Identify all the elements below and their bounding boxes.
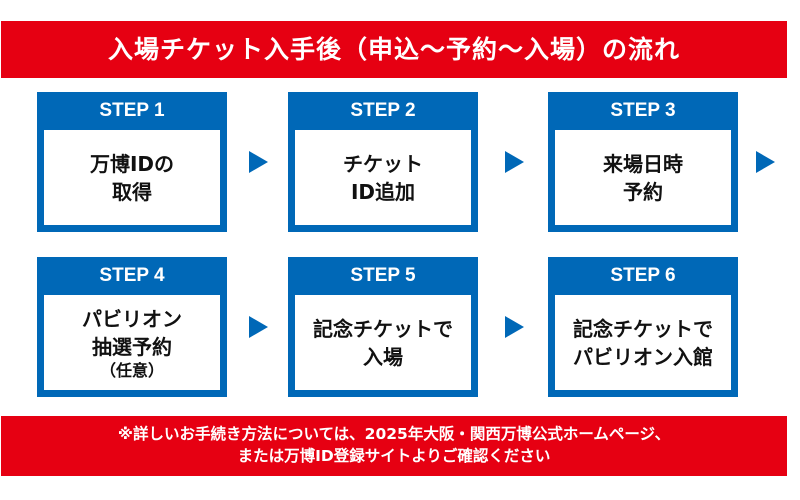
step-1: STEP 1 万博IDの 取得 — [37, 92, 227, 232]
arrow-right-icon — [249, 151, 268, 173]
step-body: 記念チケットで 入場 — [295, 295, 471, 390]
step-body: パビリオン 抽選予約 （任意） — [44, 295, 220, 390]
step-note: （任意） — [99, 360, 164, 380]
page-title: 入場チケット入手後（申込〜予約〜入場）の流れ — [107, 35, 680, 64]
step-text: 抽選予約 — [92, 334, 172, 359]
step-text: 万博IDの — [89, 151, 175, 176]
step-body: 記念チケットで パビリオン入館 — [555, 295, 731, 390]
footer-line: ※詳しいお手続き方法については、2025年大阪・関西万博公式ホームページ、 — [117, 425, 671, 443]
step-label: STEP 4 — [99, 265, 165, 286]
step-6: STEP 6 記念チケットで パビリオン入館 — [548, 257, 738, 397]
footer-banner: ※詳しいお手続き方法については、2025年大阪・関西万博公式ホームページ、 また… — [1, 416, 787, 476]
arrow-right-icon — [249, 316, 268, 338]
step-label: STEP 5 — [350, 265, 416, 286]
step-3: STEP 3 来場日時 予約 — [548, 92, 738, 232]
arrow-right-icon — [756, 151, 775, 173]
step-text: ID追加 — [350, 179, 416, 204]
step-text: 取得 — [112, 179, 152, 204]
step-5: STEP 5 記念チケットで 入場 — [288, 257, 478, 397]
arrow-right-icon — [505, 316, 524, 338]
step-2: STEP 2 チケット ID追加 — [288, 92, 478, 232]
title-banner: 入場チケット入手後（申込〜予約〜入場）の流れ — [1, 21, 787, 78]
step-text: 入場 — [363, 344, 403, 369]
step-text: パビリオン — [82, 306, 182, 331]
step-text: チケット — [343, 151, 423, 176]
step-label: STEP 1 — [99, 100, 165, 121]
footer-line: または万博ID登録サイトよりご確認ください — [237, 447, 551, 465]
step-body: 来場日時 予約 — [555, 130, 731, 225]
step-text: 記念チケットで — [313, 316, 453, 341]
step-body: チケット ID追加 — [295, 130, 471, 225]
step-label: STEP 3 — [610, 100, 676, 121]
step-body: 万博IDの 取得 — [44, 130, 220, 225]
step-text: パビリオン入館 — [573, 344, 713, 369]
step-text: 来場日時 — [603, 151, 683, 176]
step-text: 予約 — [623, 179, 663, 204]
step-label: STEP 2 — [350, 100, 416, 121]
step-text: 記念チケットで — [573, 316, 713, 341]
arrow-right-icon — [505, 151, 524, 173]
step-label: STEP 6 — [610, 265, 676, 286]
step-4: STEP 4 パビリオン 抽選予約 （任意） — [37, 257, 227, 397]
